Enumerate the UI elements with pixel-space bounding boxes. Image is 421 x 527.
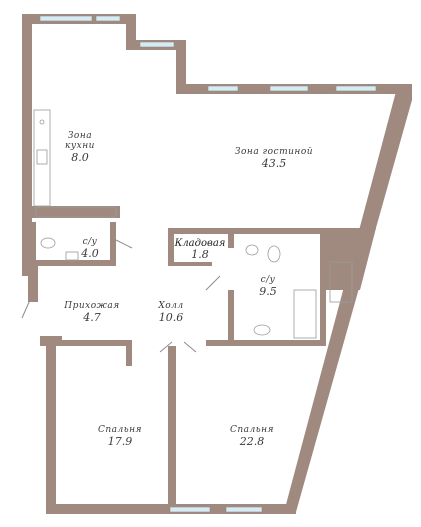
- room-kitchen-name: Зона кухни: [65, 131, 95, 151]
- wc-fixtures: [40, 237, 353, 339]
- kitchen-fixtures: [33, 109, 117, 218]
- room-bedroom-left-name: Спальня: [97, 425, 143, 435]
- room-wc-small-name: с/у: [82, 237, 98, 247]
- room-entrance-area: 4.7: [83, 310, 101, 324]
- room-living-area: 43.5: [261, 156, 287, 170]
- room-bedroom-right: Спальня 22.8: [226, 425, 278, 448]
- room-pantry: Кладовая 1.8: [174, 238, 226, 261]
- room-bedroom-right-area: 22.8: [239, 434, 265, 448]
- room-wc-small: с/у 4.0: [74, 237, 106, 260]
- room-bathroom: с/у 9.5: [252, 275, 284, 298]
- room-bathroom-area: 9.5: [259, 284, 277, 298]
- room-bedroom-right-name: Спальня: [229, 425, 275, 435]
- room-bedroom-left-area: 17.9: [107, 434, 133, 448]
- room-living: Зона гостиной 43.5: [234, 147, 314, 170]
- room-entrance: Прихожая 4.7: [62, 301, 122, 324]
- room-hall-name: Холл: [158, 301, 184, 311]
- room-wc-small-area: 4.0: [81, 246, 99, 260]
- doors: [21, 239, 221, 353]
- room-kitchen-area: 8.0: [71, 150, 89, 164]
- room-pantry-area: 1.8: [191, 248, 209, 261]
- room-pantry-name: Кладовая: [174, 238, 226, 249]
- windows: [39, 15, 377, 513]
- room-kitchen: Зона кухни 8.0: [52, 131, 108, 164]
- room-entrance-name: Прихожая: [64, 301, 120, 311]
- room-living-name: Зона гостиной: [234, 147, 314, 157]
- room-hall: Холл 10.6: [148, 301, 194, 324]
- room-bedroom-left: Спальня 17.9: [94, 425, 146, 448]
- room-bathroom-name: с/у: [260, 275, 276, 285]
- interior-walls: [32, 206, 376, 506]
- room-hall-area: 10.6: [158, 310, 184, 324]
